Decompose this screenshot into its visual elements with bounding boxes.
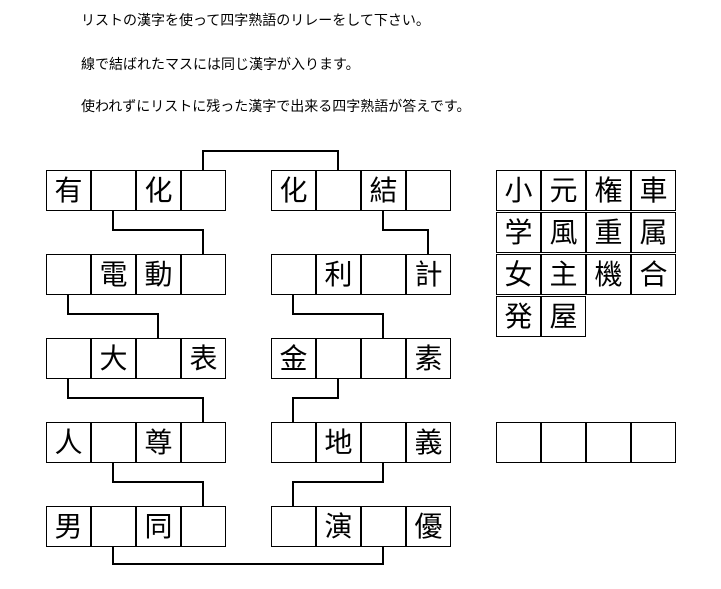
puzzle-cell[interactable]: 人 — [46, 422, 91, 463]
puzzle-cell[interactable]: 地 — [316, 422, 361, 463]
kanji-list-cell: 発 — [496, 296, 541, 337]
puzzle-cell[interactable] — [361, 254, 406, 295]
connector-line — [112, 211, 204, 254]
connector-line — [292, 379, 339, 422]
puzzle-cell[interactable]: 尊 — [136, 422, 181, 463]
puzzle-cell[interactable]: 結 — [361, 170, 406, 211]
puzzle-cell[interactable]: 化 — [271, 170, 316, 211]
puzzle-cell[interactable] — [361, 422, 406, 463]
kanji-list-cell: 合 — [631, 254, 676, 295]
puzzle-cell[interactable]: 表 — [181, 338, 226, 379]
puzzle-cell[interactable] — [271, 254, 316, 295]
puzzle-cell[interactable]: 義 — [406, 422, 451, 463]
kanji-list-cell: 属 — [631, 212, 676, 253]
connector-line — [67, 295, 159, 338]
puzzle-cell[interactable] — [316, 170, 361, 211]
puzzle-cell[interactable]: 動 — [136, 254, 181, 295]
puzzle-cell[interactable] — [361, 338, 406, 379]
kanji-list-cell: 女 — [496, 254, 541, 295]
connector-line — [292, 295, 384, 338]
puzzle-cell[interactable] — [91, 506, 136, 547]
puzzle-cell[interactable] — [91, 422, 136, 463]
answer-cell[interactable] — [631, 422, 676, 463]
puzzle-cell[interactable] — [181, 506, 226, 547]
puzzle-cell[interactable]: 電 — [91, 254, 136, 295]
puzzle-cell[interactable]: 利 — [316, 254, 361, 295]
puzzle-cell[interactable] — [46, 254, 91, 295]
kanji-list-cell: 風 — [541, 212, 586, 253]
kanji-list-cell: 学 — [496, 212, 541, 253]
puzzle-cell[interactable] — [136, 338, 181, 379]
connector-line — [67, 379, 204, 422]
puzzle-cell[interactable] — [181, 422, 226, 463]
puzzle-cell[interactable] — [91, 170, 136, 211]
puzzle-cell[interactable] — [271, 506, 316, 547]
puzzle-cell[interactable] — [46, 338, 91, 379]
instruction-line-2: 線で結ばれたマスには同じ漢字が入ります。 — [81, 57, 360, 73]
kanji-list-cell: 車 — [631, 170, 676, 211]
puzzle-cell[interactable] — [181, 254, 226, 295]
puzzle-cell[interactable]: 同 — [136, 506, 181, 547]
puzzle-cell[interactable]: 有 — [46, 170, 91, 211]
instruction-line-1: リストの漢字を使って四字熟語のリレーをして下さい。 — [81, 13, 430, 29]
connector-line — [292, 463, 384, 506]
puzzle-cell[interactable]: 素 — [406, 338, 451, 379]
kanji-list-cell: 屋 — [541, 296, 586, 337]
puzzle-cell[interactable]: 大 — [91, 338, 136, 379]
kanji-list-cell: 元 — [541, 170, 586, 211]
kanji-list-cell: 権 — [586, 170, 631, 211]
puzzle-cell[interactable]: 計 — [406, 254, 451, 295]
kanji-list-cell: 重 — [586, 212, 631, 253]
instruction-line-3: 使われずにリストに残った漢字で出来る四字熟語が答えです。 — [81, 99, 471, 115]
puzzle-cell[interactable] — [181, 170, 226, 211]
puzzle-cell[interactable] — [271, 422, 316, 463]
puzzle-cell[interactable] — [316, 338, 361, 379]
answer-cell[interactable] — [496, 422, 541, 463]
connector-line — [202, 150, 339, 170]
puzzle-cell[interactable]: 金 — [271, 338, 316, 379]
kanji-list-cell: 小 — [496, 170, 541, 211]
puzzle-cell[interactable] — [406, 170, 451, 211]
puzzle-cell[interactable] — [361, 506, 406, 547]
kanji-list-cell: 主 — [541, 254, 586, 295]
puzzle-cell[interactable]: 男 — [46, 506, 91, 547]
puzzle-cell[interactable]: 優 — [406, 506, 451, 547]
answer-cell[interactable] — [586, 422, 631, 463]
connector-line — [112, 547, 384, 565]
answer-cell[interactable] — [541, 422, 586, 463]
kanji-list-cell: 機 — [586, 254, 631, 295]
connector-line — [112, 463, 204, 506]
connector-line — [382, 211, 429, 254]
puzzle-cell[interactable]: 化 — [136, 170, 181, 211]
puzzle-cell[interactable]: 演 — [316, 506, 361, 547]
